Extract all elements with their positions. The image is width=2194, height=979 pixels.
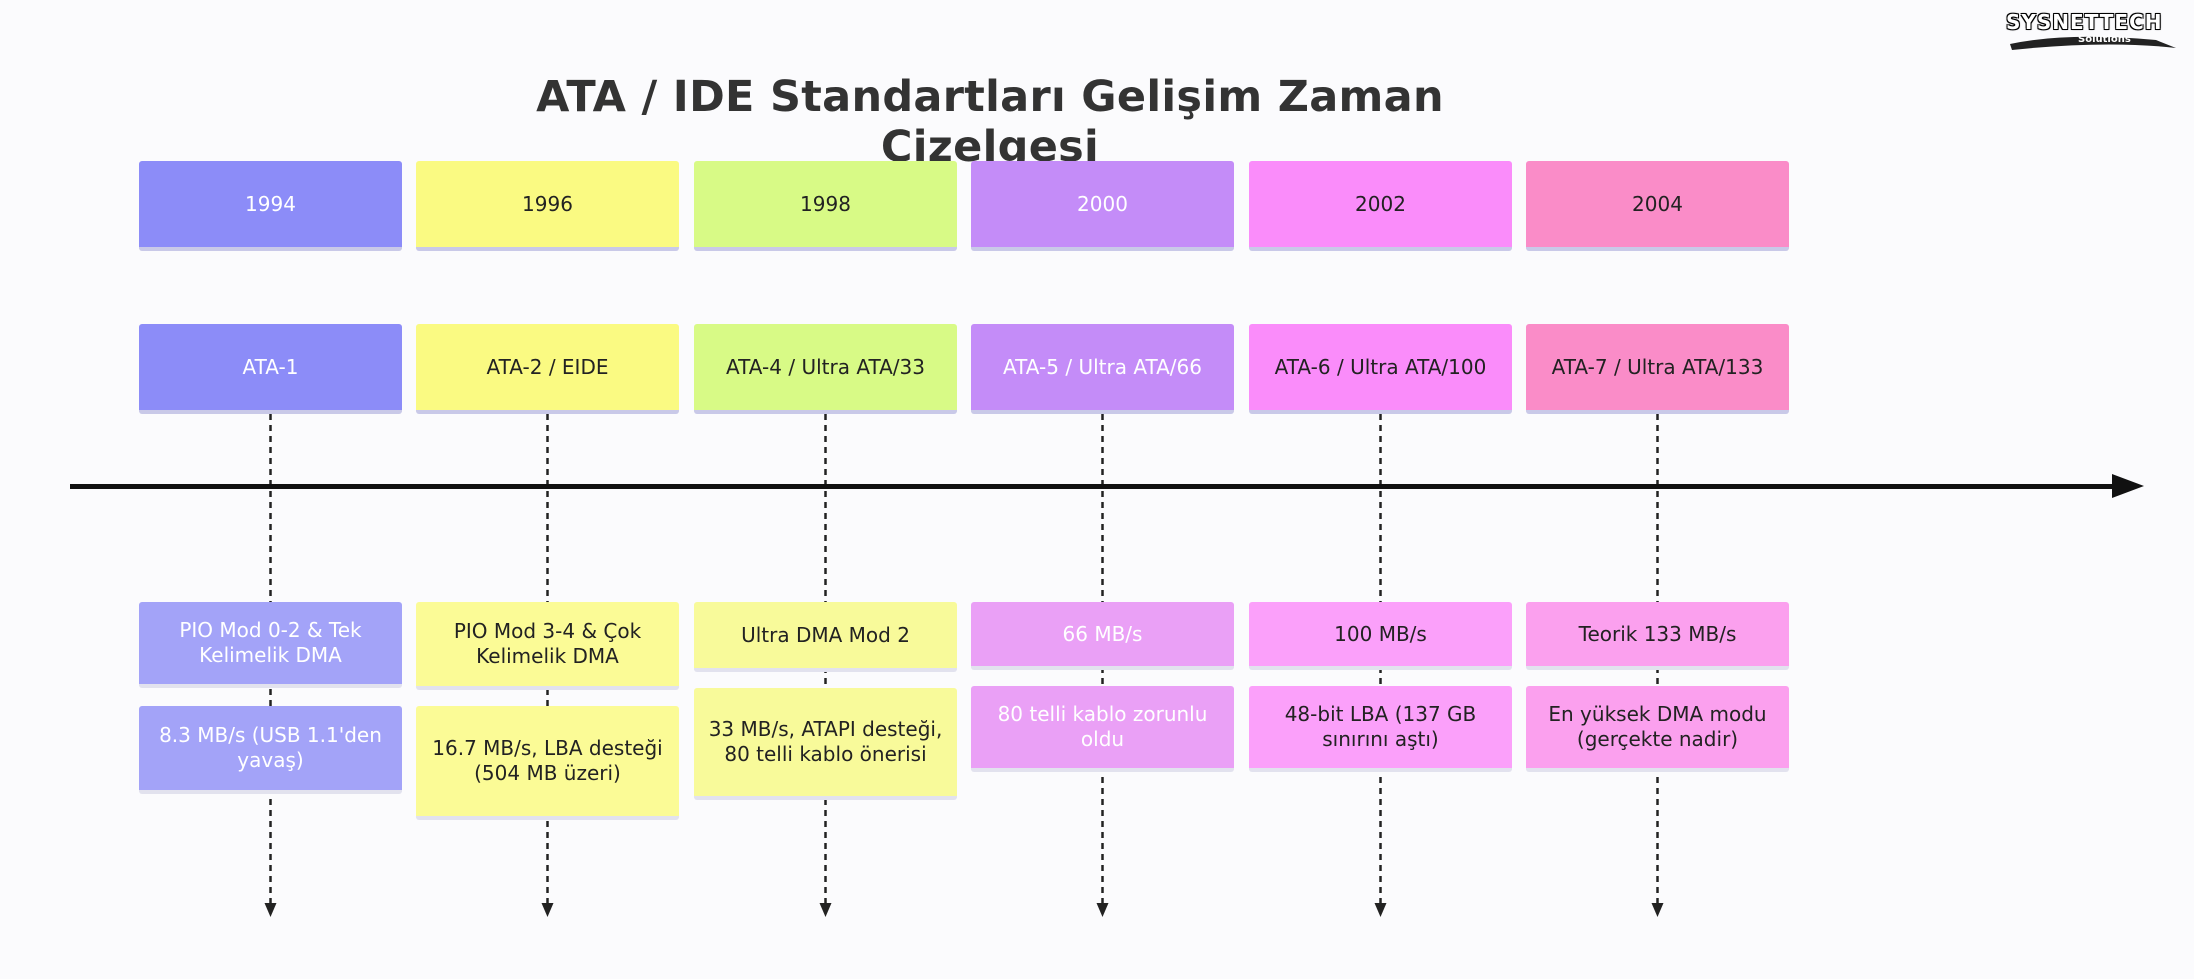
connector-arrowhead-icon (1374, 903, 1387, 917)
detail-box: 80 telli kablo zorunlu oldu (971, 686, 1234, 772)
standard-box: ATA-2 / EIDE (416, 324, 679, 414)
feature-box: 100 MB/s (1249, 602, 1512, 670)
detail-box: 8.3 MB/s (USB 1.1'den yavaş) (139, 706, 402, 794)
year-box: 1994 (139, 161, 402, 251)
logo-wordmark: SYSNETTECH (2006, 10, 2163, 34)
standard-box: ATA-5 / Ultra ATA/66 (971, 324, 1234, 414)
logo-swoosh-icon (2010, 36, 2176, 50)
sysnettech-logo: SYSNETTECH Solutions (2006, 10, 2182, 56)
standard-box: ATA-1 (139, 324, 402, 414)
feature-box: PIO Mod 3-4 & Çok Kelimelik DMA (416, 602, 679, 690)
logo-subtitle: Solutions (2078, 34, 2131, 45)
year-box: 2004 (1526, 161, 1789, 251)
detail-box: 48-bit LBA (137 GB sınırını aştı) (1249, 686, 1512, 772)
year-box: 2000 (971, 161, 1234, 251)
timeline-axis (70, 484, 2130, 489)
year-box: 1996 (416, 161, 679, 251)
feature-box: Teorik 133 MB/s (1526, 602, 1789, 670)
connector-arrowhead-icon (1651, 903, 1664, 917)
detail-box: 16.7 MB/s, LBA desteği (504 MB üzeri) (416, 706, 679, 820)
connector-arrowhead-icon (1096, 903, 1109, 917)
connector-arrowhead-icon (541, 903, 554, 917)
feature-box: PIO Mod 0-2 & Tek Kelimelik DMA (139, 602, 402, 688)
timeline-arrowhead-icon (2112, 474, 2144, 498)
detail-box: En yüksek DMA modu (gerçekte nadir) (1526, 686, 1789, 772)
connector-arrowhead-icon (819, 903, 832, 917)
detail-box: 33 MB/s, ATAPI desteği, 80 telli kablo ö… (694, 688, 957, 800)
standard-box: ATA-7 / Ultra ATA/133 (1526, 324, 1789, 414)
standard-box: ATA-4 / Ultra ATA/33 (694, 324, 957, 414)
year-box: 1998 (694, 161, 957, 251)
year-box: 2002 (1249, 161, 1512, 251)
standard-box: ATA-6 / Ultra ATA/100 (1249, 324, 1512, 414)
connector-arrowhead-icon (264, 903, 277, 917)
feature-box: 66 MB/s (971, 602, 1234, 670)
feature-box: Ultra DMA Mod 2 (694, 602, 957, 672)
